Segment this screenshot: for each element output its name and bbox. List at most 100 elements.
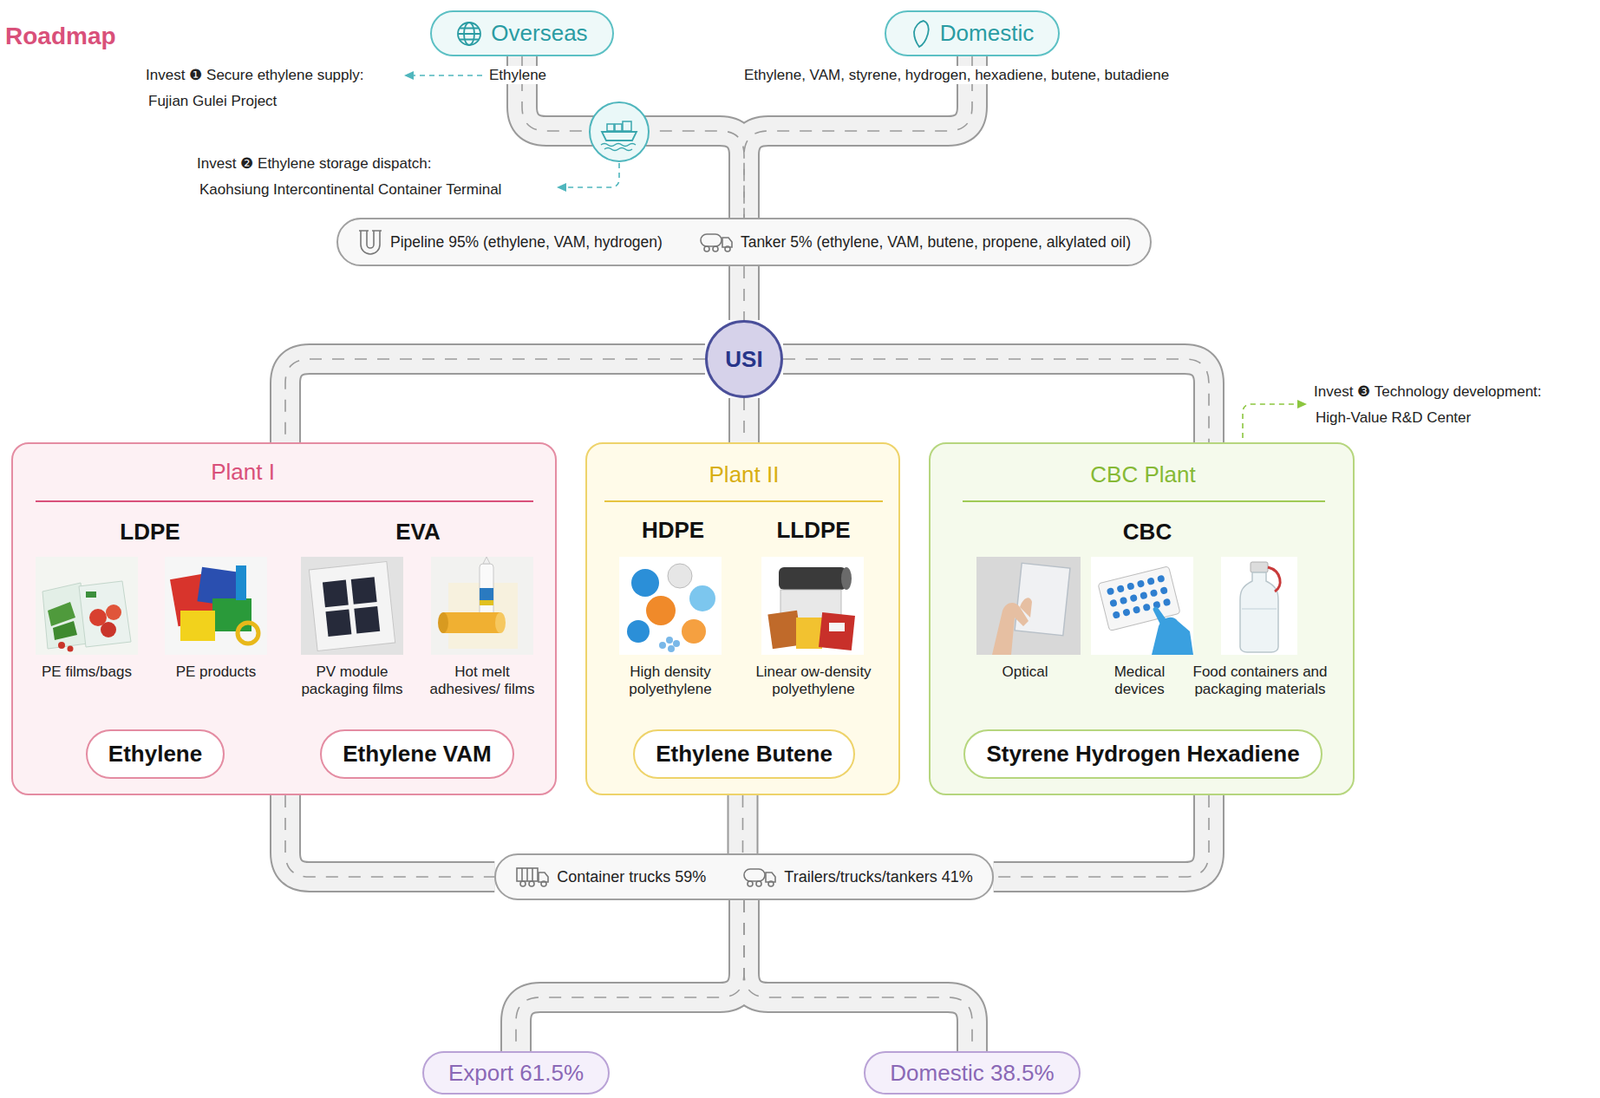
invest-note: Kaohsiung Intercontinental Container Ter… (199, 180, 502, 199)
product-photo-part (67, 646, 74, 653)
road-casing (727, 795, 759, 854)
road-centerline (743, 266, 745, 320)
product-photo-part (681, 619, 706, 644)
road-casing (285, 359, 706, 443)
road-centerline (743, 398, 745, 443)
divider-line (604, 500, 883, 503)
product-photo-part (646, 595, 676, 626)
product-photo-part (52, 620, 78, 640)
ship-badge-part (614, 124, 622, 131)
product-photo-part-part (667, 645, 675, 653)
ship-badge-part (607, 124, 614, 131)
product-photo-part-part-part (1132, 605, 1142, 614)
truck-icon-part-part (516, 868, 538, 882)
road-centerline (742, 795, 745, 854)
feedstock-pill: Styrene Hydrogen Hexadiene (963, 729, 1322, 779)
product-photo-part (667, 563, 693, 588)
product-photo-part (431, 556, 534, 655)
product-photo-part (1221, 556, 1298, 655)
pill-text: Export 61.5% (448, 1059, 584, 1087)
tanker-icon-part-part (724, 246, 731, 252)
truck-icon-part-part (541, 881, 547, 887)
tanker-icon-part-part (700, 234, 722, 247)
product-caption: Optical (977, 663, 1073, 681)
pill-text: Overseas (490, 19, 588, 47)
source-pill: Overseas (430, 10, 614, 57)
product-photo (619, 556, 722, 655)
source-material: Ethylene, VAM, styrene, hydrogen, hexadi… (738, 65, 1175, 85)
feedstock-pill: Ethylene Butene (633, 729, 856, 779)
product-photo-part (1153, 607, 1168, 625)
globe-icon-part-part (457, 22, 481, 46)
invest-note: Fujian Gulei Project (148, 91, 277, 111)
truck-icon-part (516, 868, 549, 887)
road-connector (730, 266, 758, 320)
ship-badge (589, 102, 649, 162)
invest-leader-part (412, 74, 483, 77)
truck-icon-part-part (528, 881, 535, 887)
product-photo-part (619, 556, 722, 655)
product-photo-part-part-part (1136, 579, 1146, 588)
product-photo-part-part (325, 608, 352, 637)
product-photo-part (300, 556, 404, 655)
pipe-icon (357, 227, 384, 257)
product-photo-part-part-part (1119, 596, 1129, 606)
road-connector (783, 359, 1209, 443)
road-connector (285, 795, 495, 877)
tanker-icon-part-part (756, 881, 762, 887)
product-photo-part (85, 591, 97, 598)
road-casing (993, 795, 1209, 877)
truck-icon-part-part (522, 868, 533, 882)
product-photo-part (212, 598, 252, 632)
pill-text: Ethylene VAM (342, 740, 491, 768)
plant-box: CBC PlantCBCOpticalMedical devicesFood c… (928, 442, 1355, 796)
transport-text: Container trucks 59% (556, 868, 706, 887)
product-photo-part (237, 622, 259, 644)
product-heading: HDPE (641, 516, 705, 544)
pill-text: Ethylene Butene (655, 740, 833, 768)
tanker-icon-part (744, 868, 776, 887)
product-photo-part (308, 561, 395, 652)
road-casing (783, 359, 1209, 443)
product-photo (300, 556, 404, 655)
product-photo-part (479, 600, 494, 606)
product-photo-part (1250, 561, 1268, 573)
product-photo (976, 556, 1081, 655)
product-photo-part (443, 612, 501, 634)
pipe-icon-part-part (359, 229, 382, 232)
product-caption: Hot melt adhesives/ films (419, 663, 546, 699)
plant-box: Plant ILDPEEVAPE films/bagsPE productsPV… (11, 442, 557, 796)
product-photo-part (1151, 617, 1194, 655)
product-photo-part (35, 556, 138, 655)
road-casing (285, 795, 495, 877)
product-photo-part-part-part (1149, 588, 1159, 598)
road-connector (744, 900, 973, 1052)
product-caption: Food containers and packaging materials (1183, 663, 1337, 699)
product-photo-part-part (353, 606, 380, 634)
product-photo-part-part-part (1159, 586, 1169, 595)
product-photo-part (761, 556, 864, 655)
product-photo-part (100, 621, 117, 638)
tanker-icon (698, 230, 734, 254)
feedstock-pill: Ethylene (85, 729, 225, 779)
product-heading: EVA (395, 518, 441, 546)
product-heading: LDPE (119, 518, 180, 546)
pill-text: Styrene Hydrogen Hexadiene (986, 740, 1300, 768)
product-photo-part (1019, 597, 1032, 618)
road-connector (730, 398, 758, 443)
transport-text: Trailers/trucks/tankers 41% (783, 868, 973, 887)
product-photo-part-part-part (1126, 581, 1136, 591)
tanker-icon-part-part (744, 868, 765, 882)
invest-leader-part (1297, 399, 1307, 409)
road-connector (522, 56, 745, 218)
product-caption: Linear ow-density polyethylene (744, 663, 883, 699)
product-photo-part-part-part (1139, 591, 1149, 601)
transport-bar: Container trucks 59% Trailers/trucks/tank… (494, 853, 994, 901)
product-photo-part (78, 581, 131, 647)
road-connector (729, 795, 758, 854)
product-photo (1221, 556, 1298, 655)
product-photo-part-part-part (1111, 610, 1121, 620)
pill-text: Domestic (940, 19, 1034, 47)
source-material: Ethylene (483, 65, 552, 85)
product-caption: PE films/bags (26, 663, 148, 681)
